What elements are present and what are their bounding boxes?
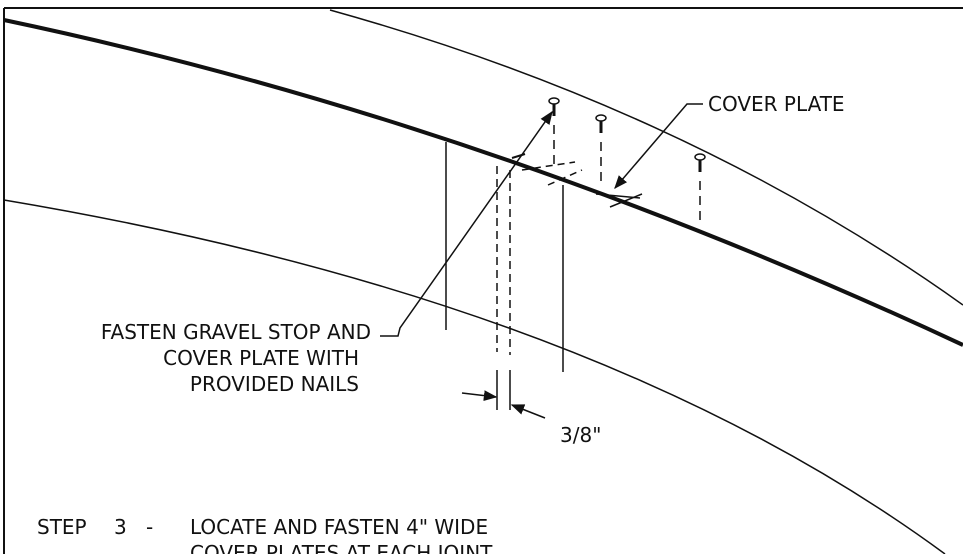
nail-1 [548,97,560,170]
step-text-line-2: COVER PLATES AT EACH JOINT [190,541,493,554]
gap-dimension [461,370,546,419]
fasten-label-line-1: FASTEN GRAVEL STOP AND [100,320,371,344]
step-text-line-1: LOCATE AND FASTEN 4" WIDE [190,515,489,539]
joint-lines [445,142,564,372]
cover-plate-leader [614,103,703,190]
gap-dimension-label: 3/8" [560,423,602,447]
fascia-bottom-edge [3,199,946,554]
cover-plate [511,153,643,208]
cover-plate-label: COVER PLATE [708,92,845,116]
nail-3 [694,153,706,226]
nail-2 [595,114,607,187]
fasten-leader [380,110,553,337]
fasten-label-line-2: COVER PLATE WITH [163,346,359,370]
joint-gap-hidden-lines [496,166,511,355]
step-dash: - [146,515,154,539]
border-frame [3,7,963,554]
gravel-stop-inner-edge [329,9,963,306]
step-label: STEP [37,515,87,539]
fasten-label-line-3: PROVIDED NAILS [189,372,359,396]
gravel-stop-top-edge [3,18,963,347]
step-number: 3 [114,515,127,539]
